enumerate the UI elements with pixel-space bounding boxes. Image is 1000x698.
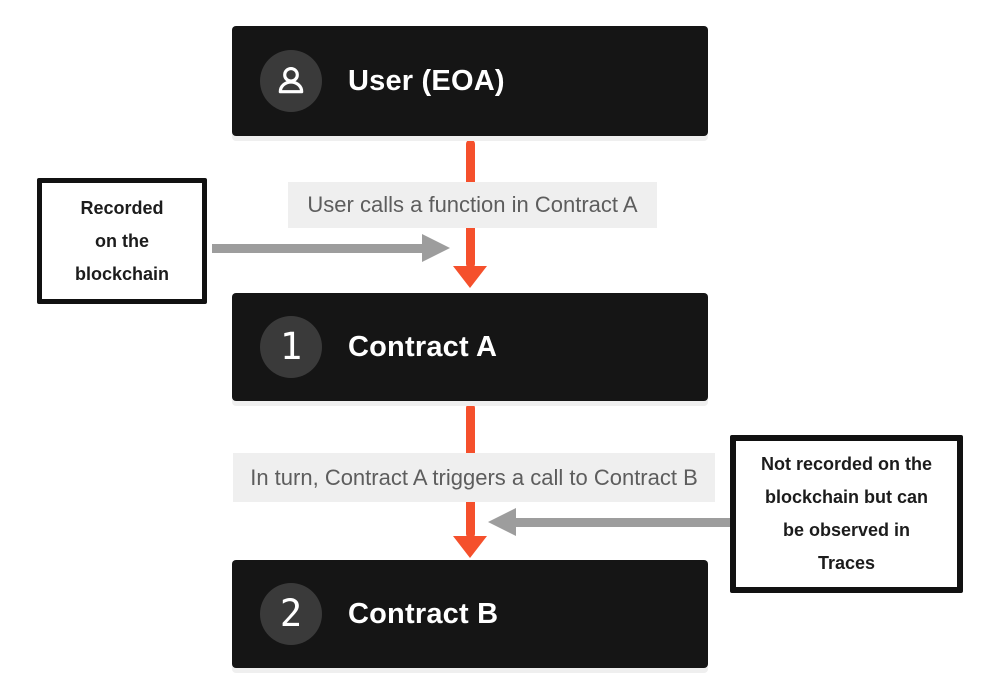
step-2-circle: 2 (260, 583, 322, 645)
annotation-recorded-on-chain: Recorded on the blockchain (37, 178, 207, 304)
edge-label-user-calls: User calls a function in Contract A (288, 182, 657, 228)
arrow-user-to-contract-a-head (453, 266, 487, 288)
step-1-number: 1 (279, 324, 303, 368)
node-title-user: User (EOA) (348, 64, 505, 97)
annotation-line: Recorded (80, 197, 164, 218)
node-contract-a: 1 Contract A (232, 293, 708, 401)
node-contract-b: 2 Contract B (232, 560, 708, 668)
step-2-number: 2 (279, 591, 303, 635)
gray-arrow-right-head (488, 508, 516, 536)
annotation-line: Not recorded on the (760, 454, 932, 474)
annotation-line: blockchain but can (764, 487, 929, 507)
user-avatar-circle (260, 50, 322, 112)
annotation-line: be observed in (782, 520, 911, 540)
gray-arrow-left-head (422, 234, 450, 262)
node-title-contract-b: Contract B (348, 597, 499, 630)
node-user-eoa: User (EOA) (232, 26, 708, 136)
step-1-circle: 1 (260, 316, 322, 378)
arrow-contract-a-to-b-head (453, 536, 487, 558)
edge-label-contract-a-triggers: In turn, Contract A triggers a call to C… (233, 453, 715, 502)
annotation-line: Traces (817, 553, 876, 573)
annotation-line: blockchain (74, 263, 170, 284)
node-title-contract-a: Contract A (348, 330, 498, 363)
annotation-not-recorded-traces: Not recorded on the blockchain but can b… (730, 435, 963, 593)
gray-arrow-left-shaft (212, 244, 422, 253)
gray-arrow-right-shaft (516, 518, 730, 527)
annotation-line: on the (95, 230, 149, 251)
person-icon (278, 66, 304, 94)
